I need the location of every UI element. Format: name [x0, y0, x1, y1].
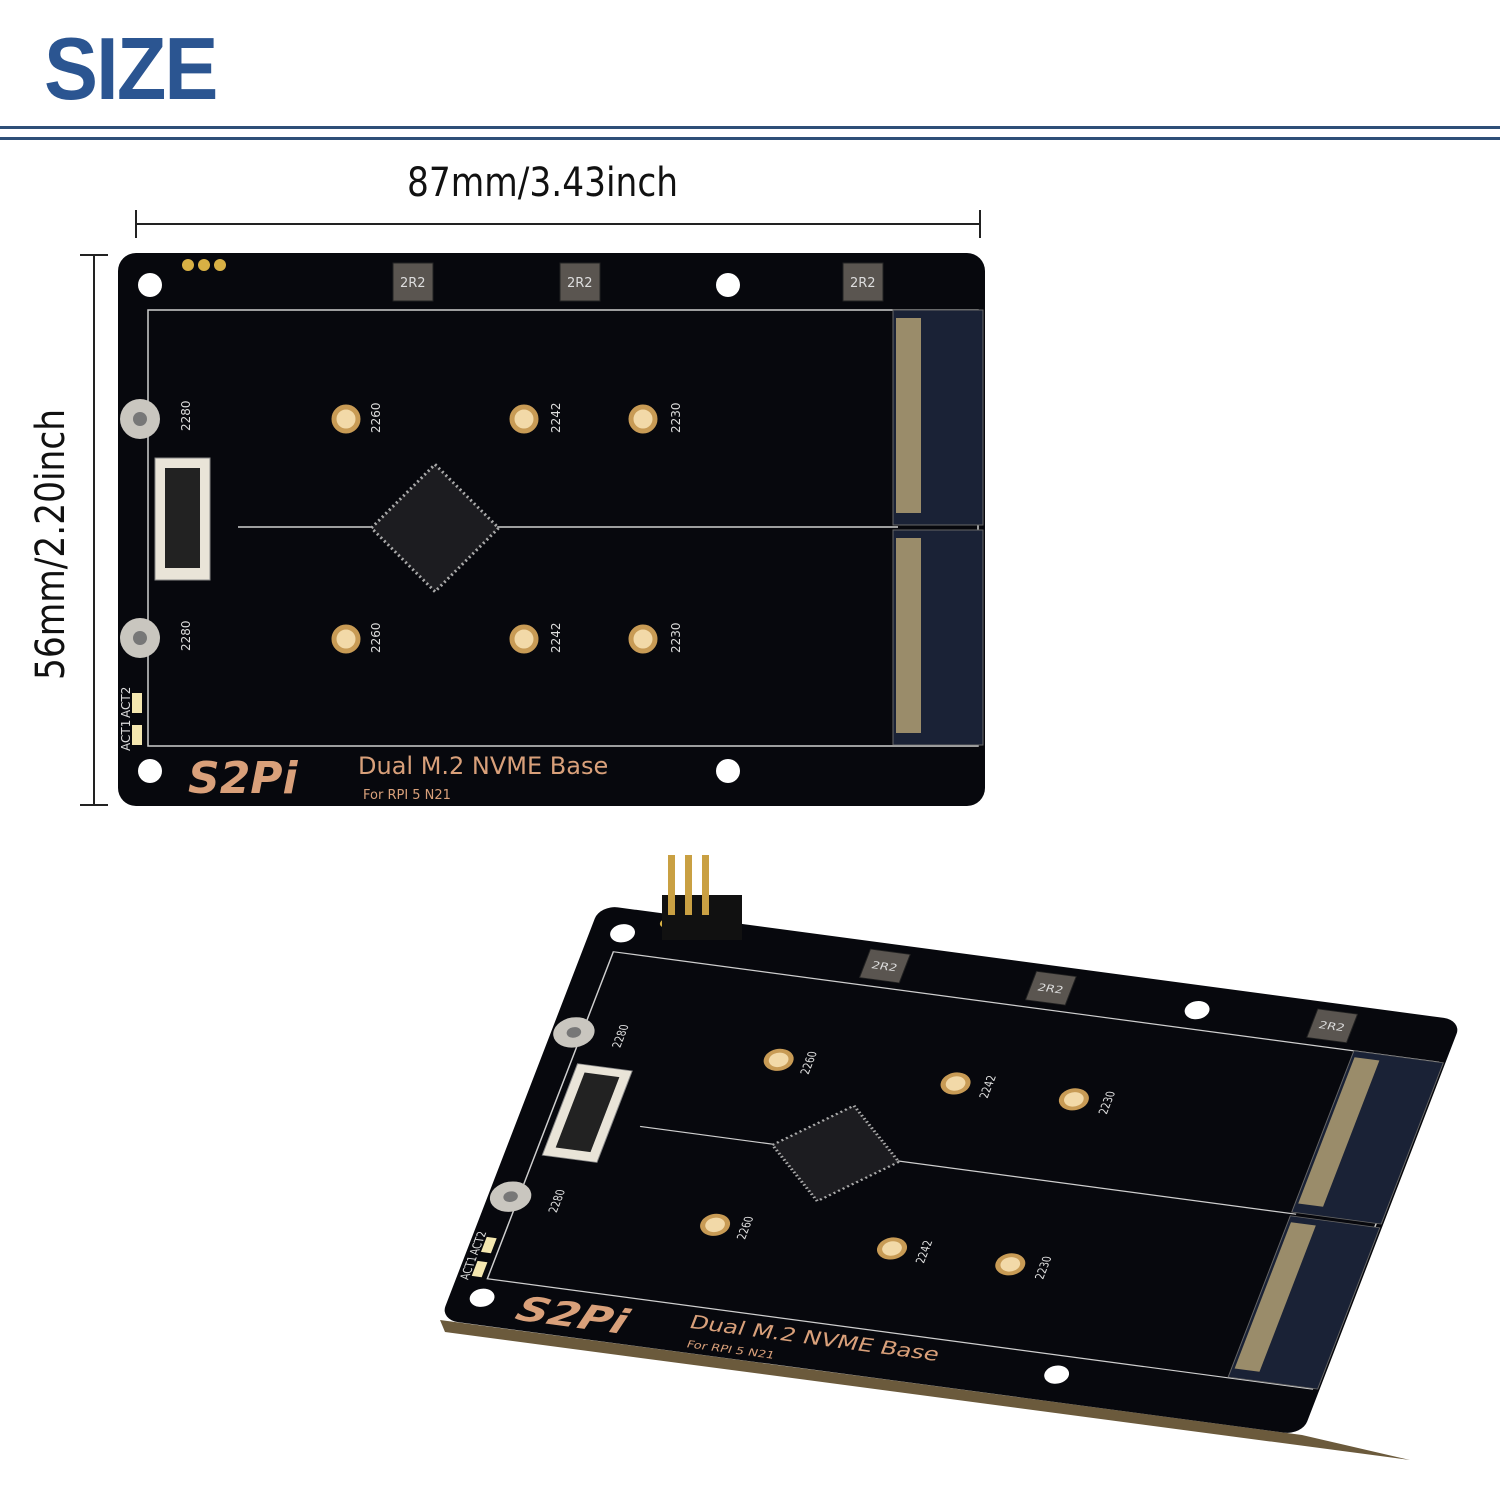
pogo-pin-header — [662, 855, 742, 940]
width-dimension-label: 87mm/3.43inch — [407, 160, 679, 206]
mount-label-2242: 2242 — [549, 402, 563, 433]
inductor-label: 2R2 — [567, 276, 593, 291]
inductor-label: 2R2 — [1036, 981, 1066, 996]
width-dimension-line — [135, 210, 981, 238]
led-label-act2: ACT2 — [119, 687, 133, 718]
mount-label-2280: 2280 — [179, 620, 193, 651]
brand-logo: S2Pi — [188, 753, 299, 804]
inductor-label: 2R2 — [870, 959, 900, 974]
board-drawing-perspective: 2R2 2R2 2R2 2260 2242 2230 2280 2260 224… — [444, 907, 1458, 1433]
header-divider-bottom — [0, 137, 1500, 140]
height-dimension-line — [80, 254, 108, 806]
mount-label-2230: 2230 — [669, 622, 683, 653]
product-subtitle: For RPI 5 N21 — [363, 788, 451, 803]
header-divider-top — [0, 126, 1500, 129]
inductor-label: 2R2 — [850, 276, 876, 291]
led-label-act1: ACT1 — [119, 720, 133, 751]
board-top-view: 2R2 2R2 2R2 2260 2242 2230 2280 2260 224… — [118, 253, 985, 806]
mount-label-2242: 2242 — [549, 622, 563, 653]
inductor-label: 2R2 — [400, 276, 426, 291]
product-name: Dual M.2 NVME Base — [358, 752, 608, 780]
inductor-label: 2R2 — [1317, 1019, 1347, 1034]
board-drawing: 2R2 2R2 2R2 2260 2242 2230 2280 2260 224… — [118, 253, 985, 806]
board-perspective-view: 2R2 2R2 2R2 2260 2242 2230 2280 2260 224… — [440, 855, 1458, 1460]
page-title: SIZE — [44, 19, 218, 118]
mount-label-2280: 2280 — [179, 400, 193, 431]
mount-label-2260: 2260 — [369, 402, 383, 433]
mount-label-2260: 2260 — [369, 622, 383, 653]
mount-label-2230: 2230 — [669, 402, 683, 433]
